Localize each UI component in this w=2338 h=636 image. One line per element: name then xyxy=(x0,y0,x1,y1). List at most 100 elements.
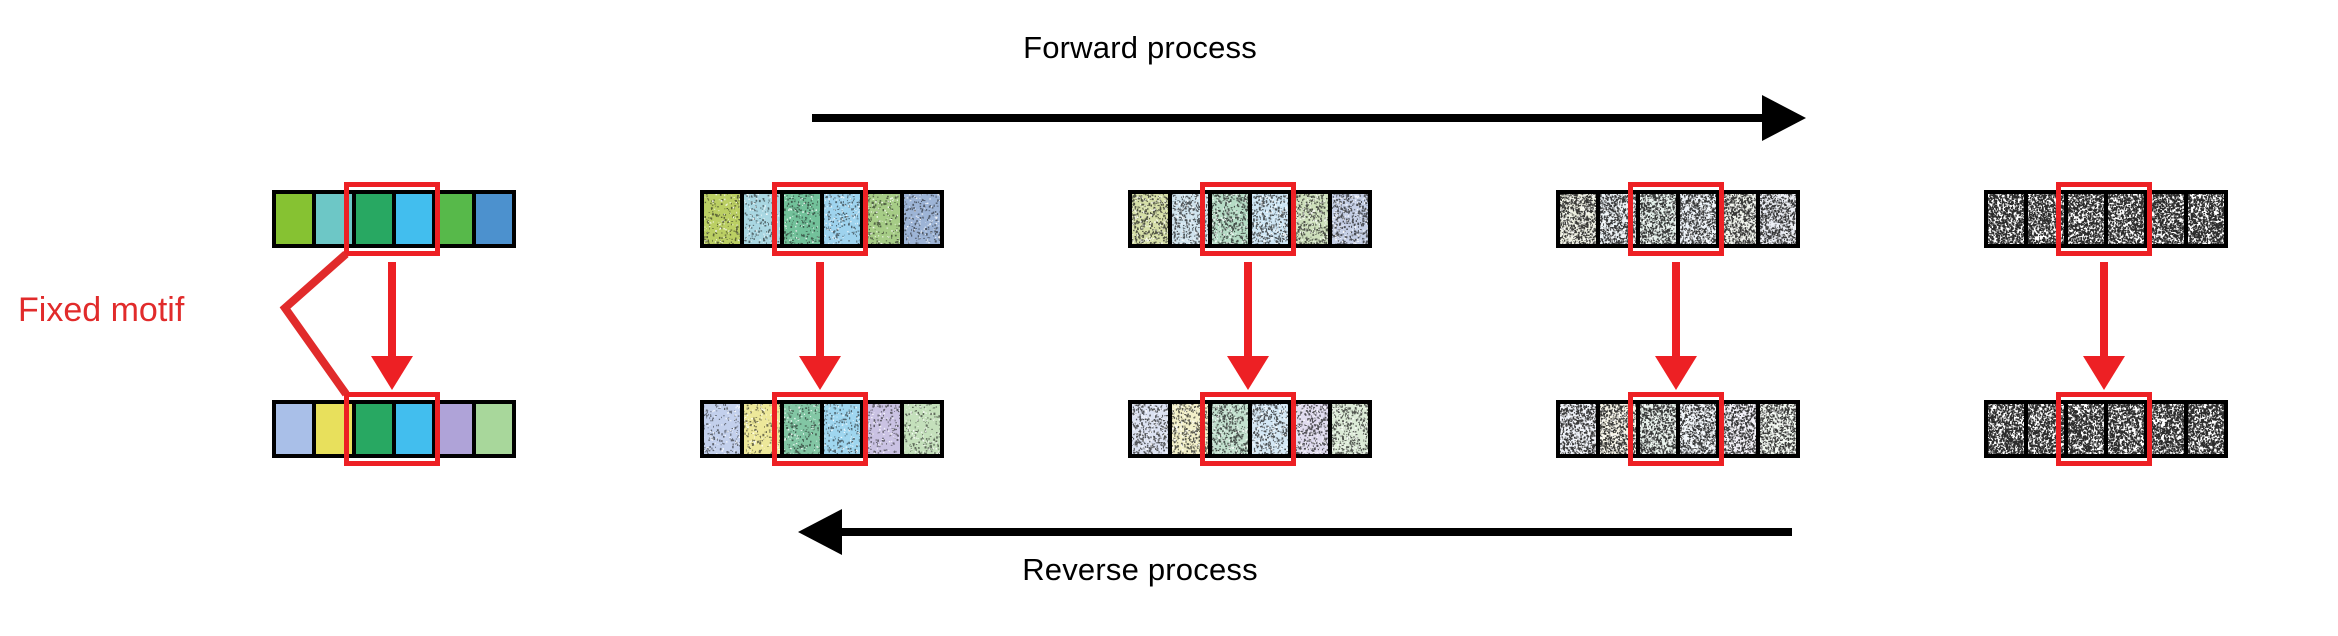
sequence-cell xyxy=(700,190,744,248)
fixed-motif-connector xyxy=(279,251,350,397)
sequence-cell xyxy=(2184,190,2228,248)
sequence-cell xyxy=(700,400,744,458)
noise-overlay xyxy=(1680,404,1716,454)
sequence-cell xyxy=(432,400,476,458)
motif-cell xyxy=(1208,400,1252,458)
sequence-cell xyxy=(1716,190,1760,248)
noise-overlay xyxy=(1252,194,1288,244)
noise-overlay xyxy=(1172,404,1208,454)
motif-cell xyxy=(392,400,436,458)
noise-overlay xyxy=(1172,194,1208,244)
noise-overlay xyxy=(2188,194,2224,244)
motif-cell xyxy=(1248,400,1292,458)
noise-overlay xyxy=(864,404,900,454)
noise-overlay xyxy=(704,404,740,454)
sequence-cell xyxy=(472,400,516,458)
fixed-motif-label: Fixed motif xyxy=(18,291,185,329)
noise-overlay xyxy=(904,194,940,244)
sequence-cell xyxy=(1556,400,1600,458)
noise-overlay xyxy=(1252,404,1288,454)
noise-overlay xyxy=(1292,194,1328,244)
motif-cell xyxy=(2064,190,2108,248)
sequence-cell xyxy=(1168,400,1212,458)
motif-cell xyxy=(820,190,864,248)
cell-fill xyxy=(436,404,472,454)
sequence-cell xyxy=(1128,190,1172,248)
cell-fill xyxy=(476,194,512,244)
sequence-top-row-step-3 xyxy=(1556,190,1800,248)
noise-overlay xyxy=(1132,194,1168,244)
cell-fill xyxy=(704,194,740,244)
noise-overlay xyxy=(1760,404,1796,454)
noise-overlay xyxy=(784,404,820,454)
noise-overlay xyxy=(744,404,780,454)
sequence-cell xyxy=(740,190,784,248)
noise-overlay xyxy=(1640,404,1676,454)
cell-fill xyxy=(316,194,352,244)
noise-overlay xyxy=(1600,404,1636,454)
motif-cell xyxy=(392,190,436,248)
sequence-cell xyxy=(1716,400,1760,458)
cell-fill xyxy=(396,404,432,454)
motif-cell xyxy=(2104,400,2148,458)
motif-cell xyxy=(1636,400,1680,458)
sequence-cell xyxy=(1756,400,1800,458)
noise-overlay xyxy=(2188,404,2224,454)
sequence-top-row-step-0 xyxy=(272,190,516,248)
sequence-top-row-step-1 xyxy=(700,190,944,248)
sequence-cell xyxy=(860,190,904,248)
noise-overlay xyxy=(2108,404,2144,454)
noise-overlay xyxy=(1720,194,1756,244)
sequence-cell xyxy=(2144,190,2188,248)
sequence-cell xyxy=(900,400,944,458)
motif-cell xyxy=(1248,190,1292,248)
sequence-bottom-row-step-1 xyxy=(700,400,944,458)
sequence-cell xyxy=(1596,190,1640,248)
cell-fill xyxy=(276,404,312,454)
motif-cell xyxy=(1636,190,1680,248)
sequence-cell xyxy=(432,190,476,248)
motif-cell xyxy=(1208,190,1252,248)
noise-overlay xyxy=(1292,404,1328,454)
noise-overlay xyxy=(2028,194,2064,244)
noise-overlay xyxy=(2068,404,2104,454)
noise-overlay xyxy=(784,194,820,244)
sequence-cell xyxy=(860,400,904,458)
reverse-arrow-head xyxy=(798,509,842,555)
noise-overlay xyxy=(1560,404,1596,454)
sequence-cell xyxy=(1288,190,1332,248)
noise-overlay xyxy=(2148,194,2184,244)
sequence-cell xyxy=(312,400,356,458)
sequence-cell xyxy=(312,190,356,248)
cell-fill xyxy=(276,194,312,244)
motif-down-arrow-head xyxy=(799,356,841,390)
sequence-cell xyxy=(1556,190,1600,248)
noise-overlay xyxy=(1332,404,1368,454)
motif-cell xyxy=(780,400,824,458)
noise-overlay xyxy=(904,404,940,454)
forward-process-label: Forward process xyxy=(1023,30,1257,65)
motif-down-arrow-head xyxy=(371,356,413,390)
sequence-bottom-row-step-3 xyxy=(1556,400,1800,458)
cell-fill xyxy=(396,194,432,244)
sequence-cell xyxy=(2024,400,2068,458)
sequence-cell xyxy=(472,190,516,248)
cell-fill xyxy=(316,404,352,454)
sequence-bottom-row-step-2 xyxy=(1128,400,1372,458)
noise-overlay xyxy=(1212,194,1248,244)
sequence-cell xyxy=(2024,190,2068,248)
motif-down-arrow-head xyxy=(1655,356,1697,390)
noise-overlay xyxy=(2148,404,2184,454)
sequence-cell xyxy=(272,190,316,248)
sequence-cell xyxy=(2184,400,2228,458)
noise-overlay xyxy=(824,194,860,244)
motif-cell xyxy=(1676,190,1720,248)
noise-overlay xyxy=(824,404,860,454)
motif-down-arrow-head xyxy=(1227,356,1269,390)
motif-cell xyxy=(820,400,864,458)
sequence-top-row-step-4 xyxy=(1984,190,2228,248)
noise-overlay xyxy=(1600,194,1636,244)
sequence-cell xyxy=(1328,400,1372,458)
